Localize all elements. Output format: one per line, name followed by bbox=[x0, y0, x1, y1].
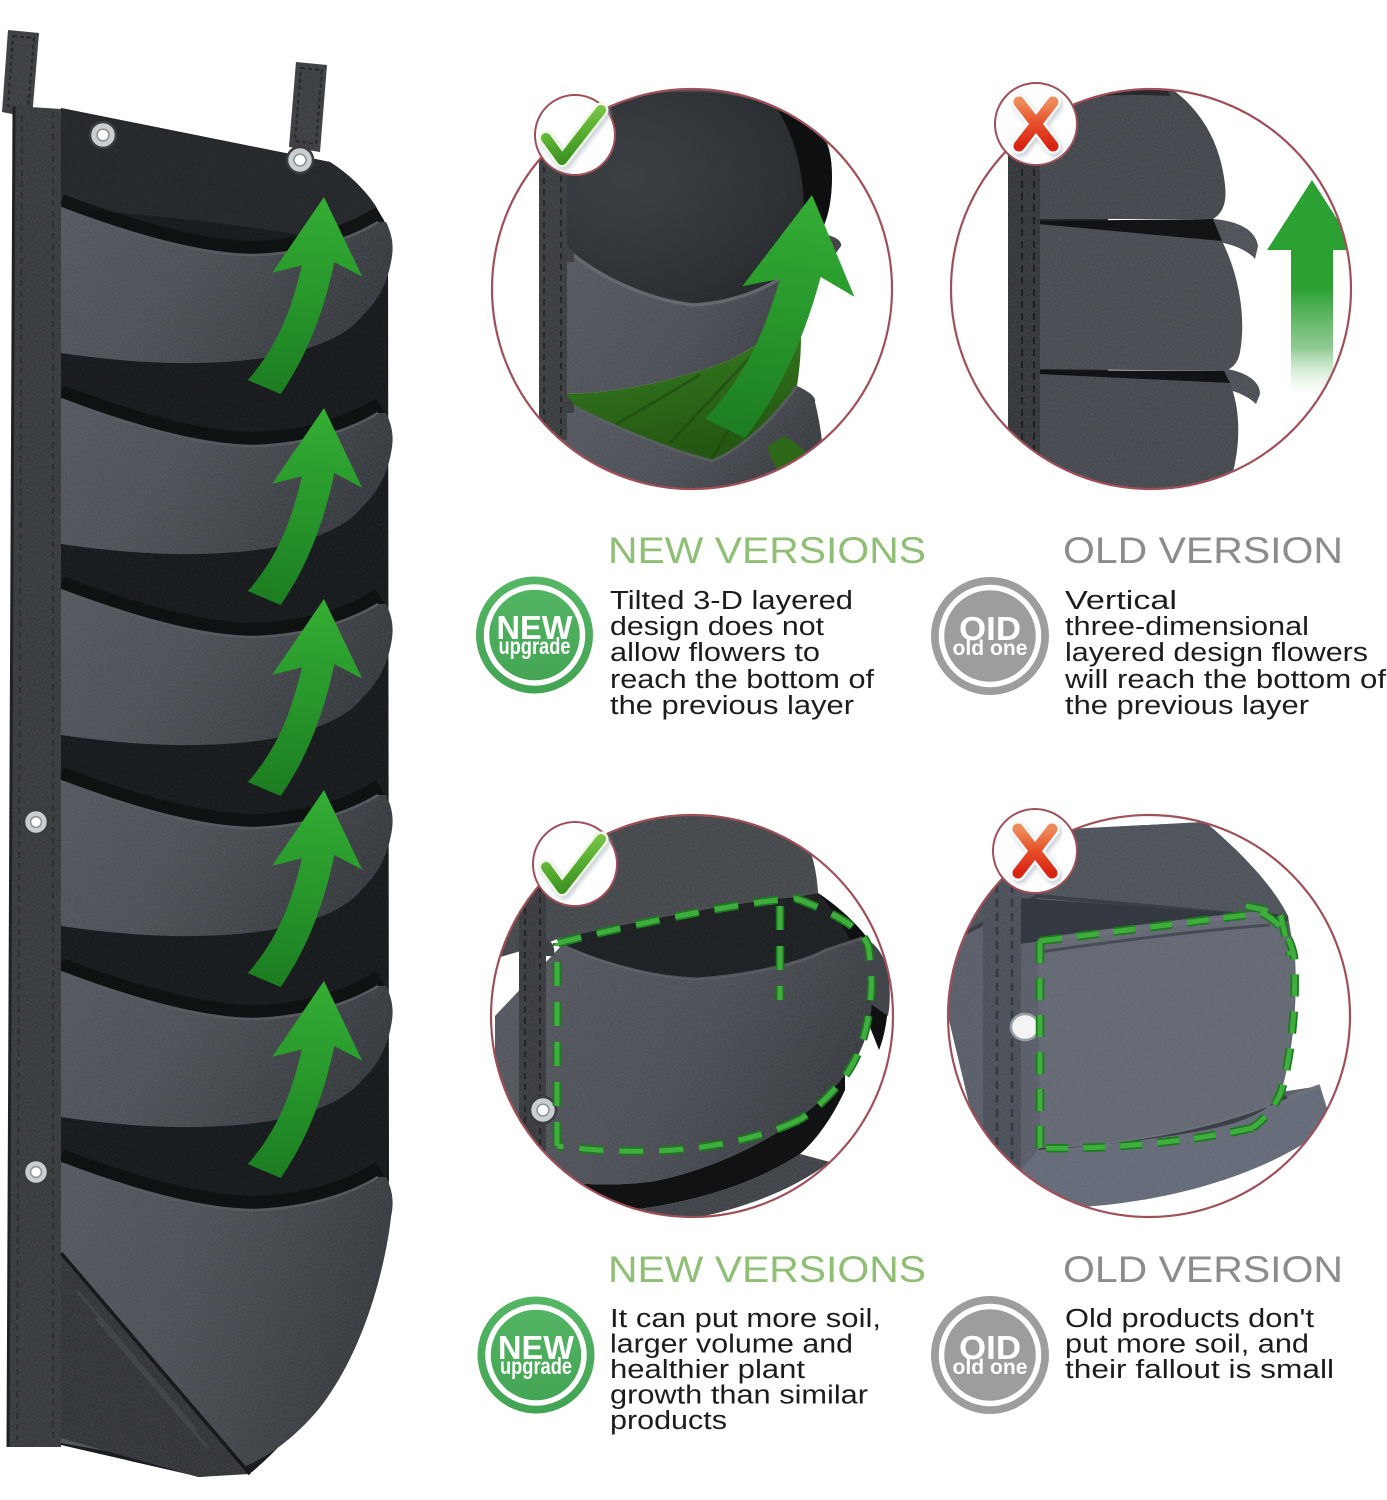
svg-text:upgrade: upgrade bbox=[499, 633, 571, 659]
svg-text:the previous layer: the previous layer bbox=[1065, 692, 1310, 720]
svg-text:larger volume and: larger volume and bbox=[610, 1331, 853, 1359]
svg-text:their fallout is small: their fallout is small bbox=[1065, 1356, 1334, 1384]
svg-text:put more soil, and: put more soil, and bbox=[1065, 1331, 1309, 1359]
svg-text:It can put more soil,: It can put more soil, bbox=[610, 1305, 881, 1333]
svg-text:upgrade: upgrade bbox=[500, 1353, 572, 1379]
svg-text:NEW: NEW bbox=[497, 609, 574, 646]
svg-text:OID: OID bbox=[959, 610, 1021, 647]
svg-text:reach the bottom of: reach the bottom of bbox=[610, 666, 875, 694]
svg-text:growth than similar: growth than similar bbox=[610, 1382, 869, 1410]
svg-text:old one: old one bbox=[953, 637, 1028, 660]
svg-text:allow flowers to: allow flowers to bbox=[610, 639, 820, 667]
svg-text:the previous layer: the previous layer bbox=[610, 692, 855, 720]
svg-text:three-dimensional: three-dimensional bbox=[1065, 613, 1309, 641]
svg-text:OID: OID bbox=[959, 1329, 1021, 1366]
svg-text:NEW VERSIONS: NEW VERSIONS bbox=[608, 530, 926, 571]
svg-text:layered design flowers: layered design flowers bbox=[1065, 639, 1368, 667]
svg-text:OLD VERSION: OLD VERSION bbox=[1063, 530, 1343, 571]
svg-text:Vertical: Vertical bbox=[1065, 587, 1177, 615]
svg-text:NEW: NEW bbox=[498, 1329, 575, 1366]
svg-text:healthier plant: healthier plant bbox=[610, 1356, 805, 1384]
svg-text:Old products don't: Old products don't bbox=[1065, 1305, 1314, 1333]
svg-text:Tilted 3-D layered: Tilted 3-D layered bbox=[610, 587, 853, 615]
svg-text:design does not: design does not bbox=[610, 613, 824, 641]
svg-text:NEW VERSIONS: NEW VERSIONS bbox=[608, 1249, 926, 1290]
svg-text:products: products bbox=[610, 1407, 727, 1435]
svg-text:old one: old one bbox=[953, 1356, 1028, 1379]
svg-text:OLD VERSION: OLD VERSION bbox=[1063, 1249, 1343, 1290]
svg-text:will reach the bottom of: will reach the bottom of bbox=[1064, 666, 1387, 694]
